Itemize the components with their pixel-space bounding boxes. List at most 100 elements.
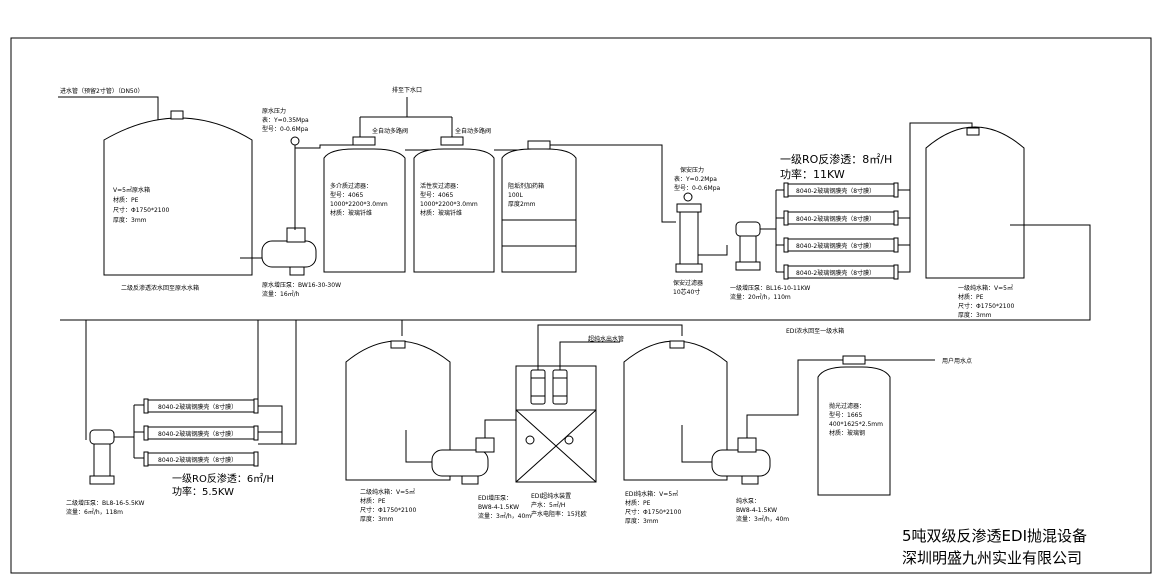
svg-text:产水电阻率：15兆欧: 产水电阻率：15兆欧	[531, 510, 587, 518]
left-valve-label: 全自动多路阀	[372, 127, 408, 135]
dosing-valve	[527, 140, 551, 150]
edi-return-label: EDI浓水回至一级水箱	[786, 327, 844, 335]
pipe-to-booster1	[698, 245, 728, 256]
svg-text:EDI超纯水装置: EDI超纯水装置	[531, 492, 571, 500]
svg-text:厚度：3mm: 厚度：3mm	[360, 515, 394, 523]
svg-text:厚度：3mm: 厚度：3mm	[113, 216, 147, 224]
svg-text:厚度：3mm: 厚度：3mm	[625, 517, 659, 525]
svg-text:保安过滤器: 保安过滤器	[673, 279, 703, 287]
edi-device-cross	[515, 409, 597, 483]
svg-text:厚度：3mm: 厚度：3mm	[958, 311, 992, 319]
svg-text:一级增压泵：BL16-10-11KW: 一级增压泵：BL16-10-11KW	[730, 284, 810, 292]
edi-tank-spec: EDI纯水箱：V=5㎡ 材质：PE 尺寸：Φ1750*2100 厚度：3mm	[625, 490, 681, 525]
booster-pump-2-head	[89, 429, 115, 445]
pipe-to-polish-filter	[746, 359, 846, 438]
svg-text:流量：3㎡/h，40m: 流量：3㎡/h，40m	[736, 515, 789, 523]
membrane2-housing-1: 8040-2玻璃钢膜壳（8寸膜）	[143, 398, 259, 414]
pipe-to-second-stage	[60, 224, 1091, 321]
pipe-edi-tank-to-pump	[681, 425, 712, 463]
svg-text:材质：PE: 材质：PE	[360, 497, 386, 505]
svg-text:阻垢剂加药箱: 阻垢剂加药箱	[508, 182, 544, 190]
permeate-manifold-2	[258, 320, 297, 445]
safety-filter-head	[676, 203, 702, 213]
pure-water-tank-1	[925, 126, 1025, 279]
booster-pump-1	[739, 235, 757, 263]
booster-pump-2-base	[89, 475, 115, 485]
svg-text:10芯40寸: 10芯40寸	[673, 288, 700, 296]
raw-pressure-label: 原水压力 表：Y=0.35Mpa 型号：0-0.6Mpa	[262, 107, 309, 133]
booster-pump-2	[93, 443, 111, 477]
svg-text:8040-2玻璃钢膜壳（8寸膜）: 8040-2玻璃钢膜壳（8寸膜）	[796, 215, 875, 223]
ultrapure-outlet-label: 超纯水出水管	[588, 335, 624, 343]
edi-module-2	[552, 369, 568, 405]
membrane-housing-4: 8040-2玻璃钢膜壳（8寸膜）	[783, 264, 899, 280]
svg-text:流量：16㎡/h: 流量：16㎡/h	[262, 290, 300, 298]
left-multiport-valve	[352, 136, 376, 146]
svg-text:流量：6㎡/h，118m: 流量：6㎡/h，118m	[66, 508, 123, 516]
footer-title: 5吨双级反渗透EDI抛混设备	[902, 527, 1087, 545]
membrane2-housing-2: 8040-2玻璃钢膜壳（8寸膜）	[143, 425, 259, 441]
svg-text:原水增压泵：BW16-30-30W: 原水增压泵：BW16-30-30W	[262, 281, 341, 289]
svg-text:1000*2200*3.0mm: 1000*2200*3.0mm	[330, 201, 388, 208]
svg-text:厚度2mm: 厚度2mm	[508, 200, 536, 208]
dosing-tank-dividers	[502, 219, 576, 247]
membrane2-housing-3: 8040-2玻璃钢膜壳（8寸膜）	[143, 451, 259, 467]
membrane-manifold-2	[114, 404, 146, 459]
edi-pump-head	[475, 437, 495, 453]
svg-text:材质：玻璃钢: 材质：玻璃钢	[829, 429, 865, 437]
svg-text:保安压力: 保安压力	[680, 166, 704, 174]
svg-text:一级纯水箱：V=5㎡: 一级纯水箱：V=5㎡	[958, 284, 1013, 292]
multimedia-filter-spec: 多介质过滤器： 型号：4065 1000*2200*3.0mm 材质：玻璃钎维	[330, 182, 388, 217]
user-point-label: 用户用水点	[942, 357, 972, 365]
svg-text:EDI纯水箱：V=5㎡: EDI纯水箱：V=5㎡	[625, 490, 678, 498]
pipe-to-filters	[294, 144, 360, 149]
svg-text:400*1625*2.5mm: 400*1625*2.5mm	[829, 421, 883, 428]
svg-text:二级增压泵：BL8-16-5.5KW: 二级增压泵：BL8-16-5.5KW	[66, 499, 145, 507]
svg-text:材质：PE: 材质：PE	[625, 499, 651, 507]
membrane-housing-3: 8040-2玻璃钢膜壳（8寸膜）	[783, 237, 899, 253]
raw-pump-spec: 原水增压泵：BW16-30-30W 流量：16㎡/h	[262, 281, 341, 298]
svg-text:8040-2玻璃钢膜壳（8寸膜）: 8040-2玻璃钢膜壳（8寸膜）	[158, 430, 237, 438]
svg-text:EDI增压泵：: EDI增压泵：	[478, 494, 512, 502]
inlet-pipe-label: 进水管（预留2寸管）（DN50）	[60, 87, 144, 95]
raw-pressure-gauge	[290, 136, 300, 146]
svg-text:材质：PE: 材质：PE	[113, 196, 139, 204]
pipe-tank2-to-edi-pump	[405, 430, 432, 463]
svg-text:抛光过滤器：: 抛光过滤器：	[829, 402, 865, 410]
safety-filter	[679, 211, 699, 265]
svg-text:纯水泵：: 纯水泵：	[736, 497, 760, 505]
ro2-power: 功率：5.5KW	[172, 485, 234, 498]
safety-filter-base	[675, 263, 703, 273]
svg-text:型号：4065: 型号：4065	[330, 191, 363, 199]
svg-text:产水：5㎡/H: 产水：5㎡/H	[531, 501, 565, 509]
booster-pump-2-spec: 二级增压泵：BL8-16-5.5KW 流量：6㎡/h，118m	[66, 499, 145, 516]
edi-booster-pump	[431, 449, 489, 477]
pure-pump-base	[741, 475, 759, 485]
svg-text:尺寸：Φ1750*2100: 尺寸：Φ1750*2100	[113, 206, 169, 214]
svg-text:V=5㎡原水箱: V=5㎡原水箱	[113, 186, 150, 194]
right-valve-label: 全自动多路阀	[455, 127, 491, 135]
svg-text:BW8-4-1.5KW: BW8-4-1.5KW	[736, 507, 777, 514]
svg-text:型号：0-0.6Mpa: 型号：0-0.6Mpa	[262, 125, 309, 133]
pure-pump-head	[737, 437, 757, 453]
edi-tank-cap	[669, 340, 685, 349]
svg-text:表：Y=0.35Mpa: 表：Y=0.35Mpa	[262, 116, 309, 124]
svg-text:多介质过滤器：: 多介质过滤器：	[330, 182, 372, 190]
permeate-manifold-1	[898, 122, 973, 273]
booster-pump-1-spec: 一级增压泵：BL16-10-11KW 流量：20㎡/h，110m	[730, 284, 810, 301]
svg-text:流量：3㎡/h，40m: 流量：3㎡/h，40m	[478, 512, 531, 520]
pure-tank-1-cap	[966, 127, 980, 136]
svg-text:二级纯水箱：V=5㎡: 二级纯水箱：V=5㎡	[360, 488, 415, 496]
carbon-filter	[413, 148, 495, 273]
svg-text:1000*2200*3.0mm: 1000*2200*3.0mm	[420, 201, 478, 208]
svg-text:8040-2玻璃钢膜壳（8寸膜）: 8040-2玻璃钢膜壳（8寸膜）	[796, 242, 875, 250]
ro1-power: 功率：11KW	[780, 167, 845, 181]
pure-pump-spec: 纯水泵： BW8-4-1.5KW 流量：3㎡/h，40m	[736, 497, 789, 523]
membrane-housing-2: 8040-2玻璃钢膜壳（8寸膜）	[783, 210, 899, 226]
booster-pump-1-base	[735, 261, 761, 271]
carbon-filter-spec: 活性炭过滤器： 型号：4065 1000*2200*3.0mm 材质：玻璃钎维	[420, 182, 478, 217]
svg-text:表：Y=0.2Mpa: 表：Y=0.2Mpa	[674, 175, 717, 183]
membrane-housing-1: 8040-2玻璃钢膜壳（8寸膜）	[783, 182, 899, 198]
